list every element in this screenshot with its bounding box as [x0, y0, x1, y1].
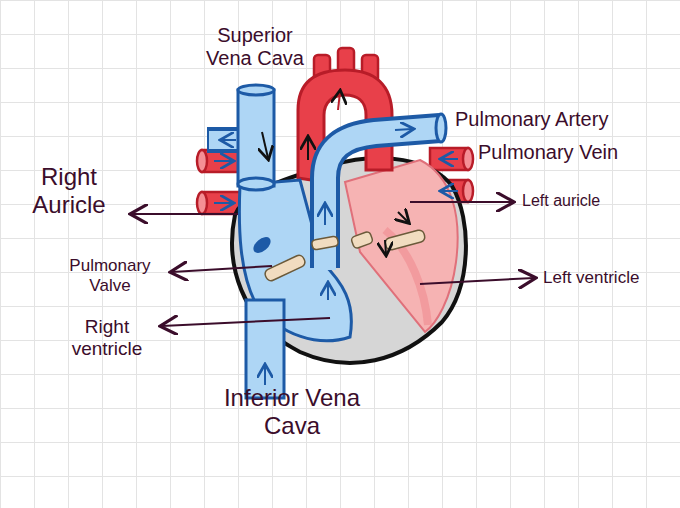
part-label: Pulmonary Artery — [455, 108, 608, 131]
part-label: Superior Vena Cava — [200, 24, 310, 70]
part-label: Right ventricle — [55, 316, 159, 360]
part-label: Left auricle — [522, 192, 600, 210]
vena-cava — [238, 85, 284, 398]
part-label: Right Auricle — [14, 163, 124, 218]
part-label: Pulmonary Vein — [478, 141, 618, 164]
part-label: Left ventricle — [543, 268, 639, 288]
artery-end — [436, 114, 446, 142]
part-label: Pulmonary Valve — [58, 256, 162, 295]
left-chambers — [345, 160, 458, 332]
ventricle-shade — [385, 230, 428, 325]
flow-arrows — [214, 92, 458, 385]
part-label: Inferior Vena Cava — [212, 384, 372, 439]
valves — [250, 229, 425, 282]
leader-lines — [132, 202, 534, 326]
